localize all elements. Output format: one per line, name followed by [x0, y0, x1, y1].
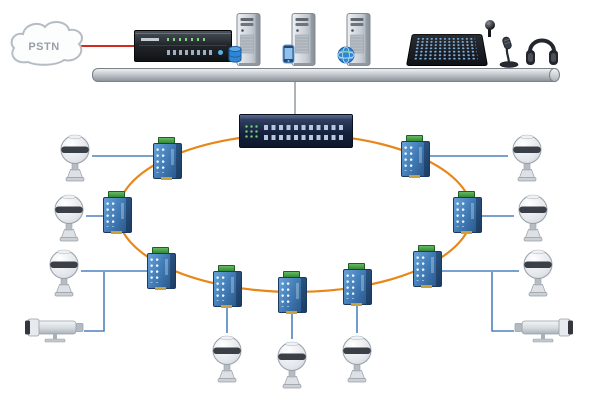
control-keyboard: [406, 20, 495, 66]
core-switch: [239, 114, 353, 148]
rack-top-edge: [135, 33, 231, 34]
headphones: [524, 28, 560, 68]
ptz-dome-icon: [60, 134, 90, 182]
tower-case: [291, 13, 316, 66]
microphone-icon: [499, 36, 519, 68]
switch-label-stripe: [431, 257, 434, 273]
rack-led-row: [167, 38, 207, 41]
joystick-knob: [485, 20, 495, 30]
bullet-camera-right: [512, 316, 574, 346]
din-rail-clip: [409, 175, 420, 178]
core-led-block: [245, 125, 259, 139]
core-port-row-2: [264, 135, 346, 140]
switch-ports: [404, 146, 415, 171]
backbone-bus: [92, 68, 560, 82]
din-rail-clip: [421, 285, 432, 288]
bullet-camera-icon: [25, 318, 84, 343]
dome-camera-right-2: [514, 190, 552, 242]
dome-camera-left-2: [50, 190, 88, 242]
ring-switch-8: [452, 191, 482, 234]
switch-label-stripe: [121, 203, 124, 219]
rack-server: [134, 30, 232, 62]
din-rail-clip: [221, 305, 232, 308]
switch-ports: [456, 202, 467, 227]
din-rail-clip: [351, 303, 362, 306]
ring-switch-2: [102, 191, 132, 234]
joystick-stem: [488, 26, 491, 37]
switch-label-stripe: [296, 283, 299, 299]
din-rail-clip: [111, 231, 122, 234]
dome-camera-right-3: [519, 245, 557, 297]
core-top-edge: [240, 115, 352, 119]
ring-switch-5: [277, 271, 307, 314]
rack-logo: [141, 38, 159, 41]
bullet-camera-icon: [514, 318, 573, 343]
dome-camera-right-1: [508, 130, 546, 182]
switch-label-stripe: [419, 147, 422, 163]
rack-power-led: [218, 50, 223, 55]
dome-camera-left-1: [56, 130, 94, 182]
din-rail-clip: [161, 177, 172, 180]
ptz-dome-icon: [277, 341, 307, 389]
tower-server-database: [228, 12, 266, 68]
switch-ports: [156, 148, 167, 173]
ptz-dome-icon: [523, 249, 553, 297]
bullet-camera-left: [24, 316, 86, 346]
tower-server-globe: [337, 12, 376, 68]
din-rail-clip: [286, 311, 297, 314]
ring-switch-7: [412, 245, 442, 288]
pstn-label: PSTN: [28, 41, 59, 53]
ptz-dome-icon: [54, 194, 84, 242]
ring-switch-4: [212, 265, 242, 308]
dome-camera-left-3: [45, 245, 83, 297]
rack-divider: [139, 45, 227, 46]
din-rail-clip: [461, 231, 472, 234]
smartphone-icon: [282, 44, 295, 69]
ptz-dome-icon: [49, 249, 79, 297]
tower-server-phone: [282, 12, 321, 68]
dome-camera-bottom-2: [273, 337, 311, 389]
pstn-cloud: PSTN: [6, 16, 86, 72]
switch-label-stripe: [231, 277, 234, 293]
switch-label-stripe: [165, 259, 168, 275]
ring-switch-3: [146, 247, 176, 290]
din-rail-clip: [155, 287, 166, 290]
microphone: [498, 28, 520, 68]
switch-ports: [346, 274, 357, 299]
switch-ports: [150, 258, 161, 283]
switch-label-stripe: [361, 275, 364, 291]
link-line: [84, 272, 105, 332]
ptz-dome-icon: [518, 194, 548, 242]
rack-port-row: [167, 50, 213, 55]
globe-icon: [337, 46, 355, 69]
ring-switch-6: [342, 263, 372, 306]
switch-label-stripe: [171, 149, 174, 165]
dome-camera-bottom-1: [208, 331, 246, 383]
keypad-grid: [406, 34, 488, 66]
core-port-row-1: [264, 125, 346, 130]
ptz-dome-icon: [212, 335, 242, 383]
tower-case: [236, 13, 261, 66]
ptz-dome-icon: [512, 134, 542, 182]
switch-ports: [106, 202, 117, 227]
headphones-icon: [526, 38, 558, 65]
link-line: [491, 272, 514, 332]
ring-switch-1: [152, 137, 182, 180]
switch-ports: [216, 276, 227, 301]
switch-label-stripe: [471, 203, 474, 219]
cloud-shape: [10, 21, 83, 66]
switch-ports: [416, 256, 427, 281]
ring-switch-9: [400, 135, 430, 178]
ptz-dome-icon: [342, 335, 372, 383]
dome-camera-bottom-3: [338, 331, 376, 383]
switch-ports: [281, 282, 292, 307]
database-icon: [227, 45, 243, 69]
